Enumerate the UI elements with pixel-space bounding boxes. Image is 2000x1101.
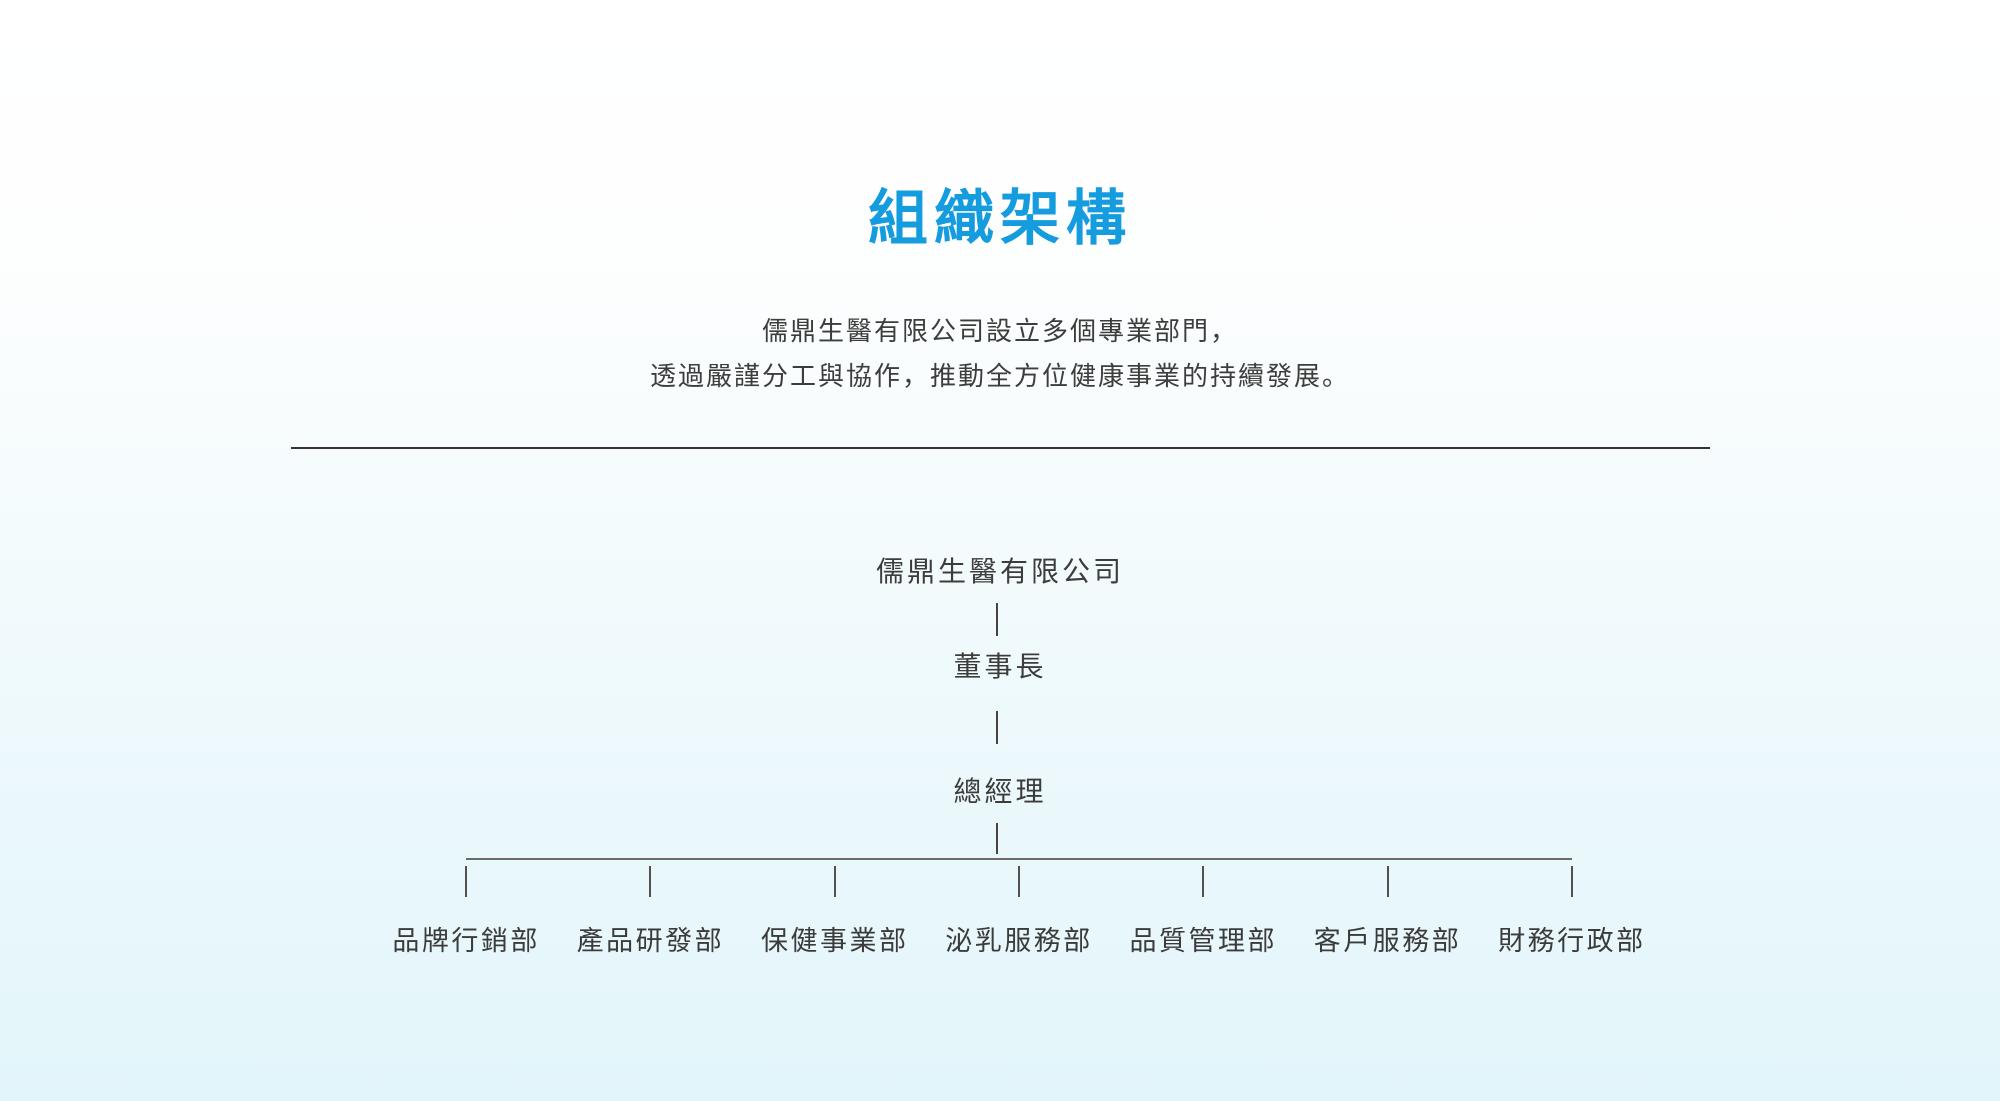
page-subtitle: 儒鼎生醫有限公司設立多個專業部門， 透過嚴謹分工與協作，推動全方位健康事業的持續… <box>650 309 1350 399</box>
org-connector-drop <box>1202 866 1205 897</box>
org-node-general-manager: 總經理 <box>953 776 1047 807</box>
org-department: 產品研發部 <box>558 858 742 960</box>
org-department: 品牌行銷部 <box>374 858 558 960</box>
subtitle-line-1: 儒鼎生醫有限公司設立多個專業部門， <box>761 316 1239 346</box>
subtitle-line-2: 透過嚴謹分工與協作，推動全方位健康事業的持續發展。 <box>649 361 1351 391</box>
org-department-label: 保健事業部 <box>760 926 909 956</box>
org-department: 財務行政部 <box>1480 858 1664 960</box>
org-connector-vertical-1 <box>996 603 998 636</box>
org-department-label: 品質管理部 <box>1129 926 1278 956</box>
org-connector-drop <box>833 866 836 897</box>
org-department: 泌乳服務部 <box>927 858 1111 960</box>
org-department-row: 品牌行銷部 產品研發部 保健事業部 泌乳服務部 品質管理部 <box>374 858 1664 960</box>
org-department: 保健事業部 <box>743 858 927 960</box>
org-department-label: 品牌行銷部 <box>392 926 540 956</box>
org-connector-drop <box>1386 866 1389 897</box>
org-connector-vertical-2 <box>996 711 998 744</box>
org-department-label: 客戶服務部 <box>1313 926 1462 956</box>
org-department-label: 財務行政部 <box>1498 926 1646 956</box>
org-connector-drop <box>1017 866 1020 897</box>
org-connector-horizontal <box>466 858 1572 860</box>
org-department-label: 產品研發部 <box>576 926 725 956</box>
org-department: 品質管理部 <box>1111 858 1295 960</box>
org-node-company: 儒鼎生醫有限公司 <box>875 556 1125 587</box>
org-connector-drop <box>1570 866 1573 897</box>
org-connector-drop <box>465 866 468 897</box>
org-department-label: 泌乳服務部 <box>945 926 1093 956</box>
section-divider <box>291 447 1710 449</box>
page-title: 組織架構 <box>868 185 1132 252</box>
org-connector-drop <box>649 866 652 897</box>
org-connector-vertical-3 <box>996 823 998 854</box>
org-branch: 品牌行銷部 產品研發部 保健事業部 泌乳服務部 品質管理部 <box>374 858 1664 960</box>
org-department: 客戶服務部 <box>1295 858 1479 960</box>
org-node-chairman: 董事長 <box>953 651 1047 682</box>
